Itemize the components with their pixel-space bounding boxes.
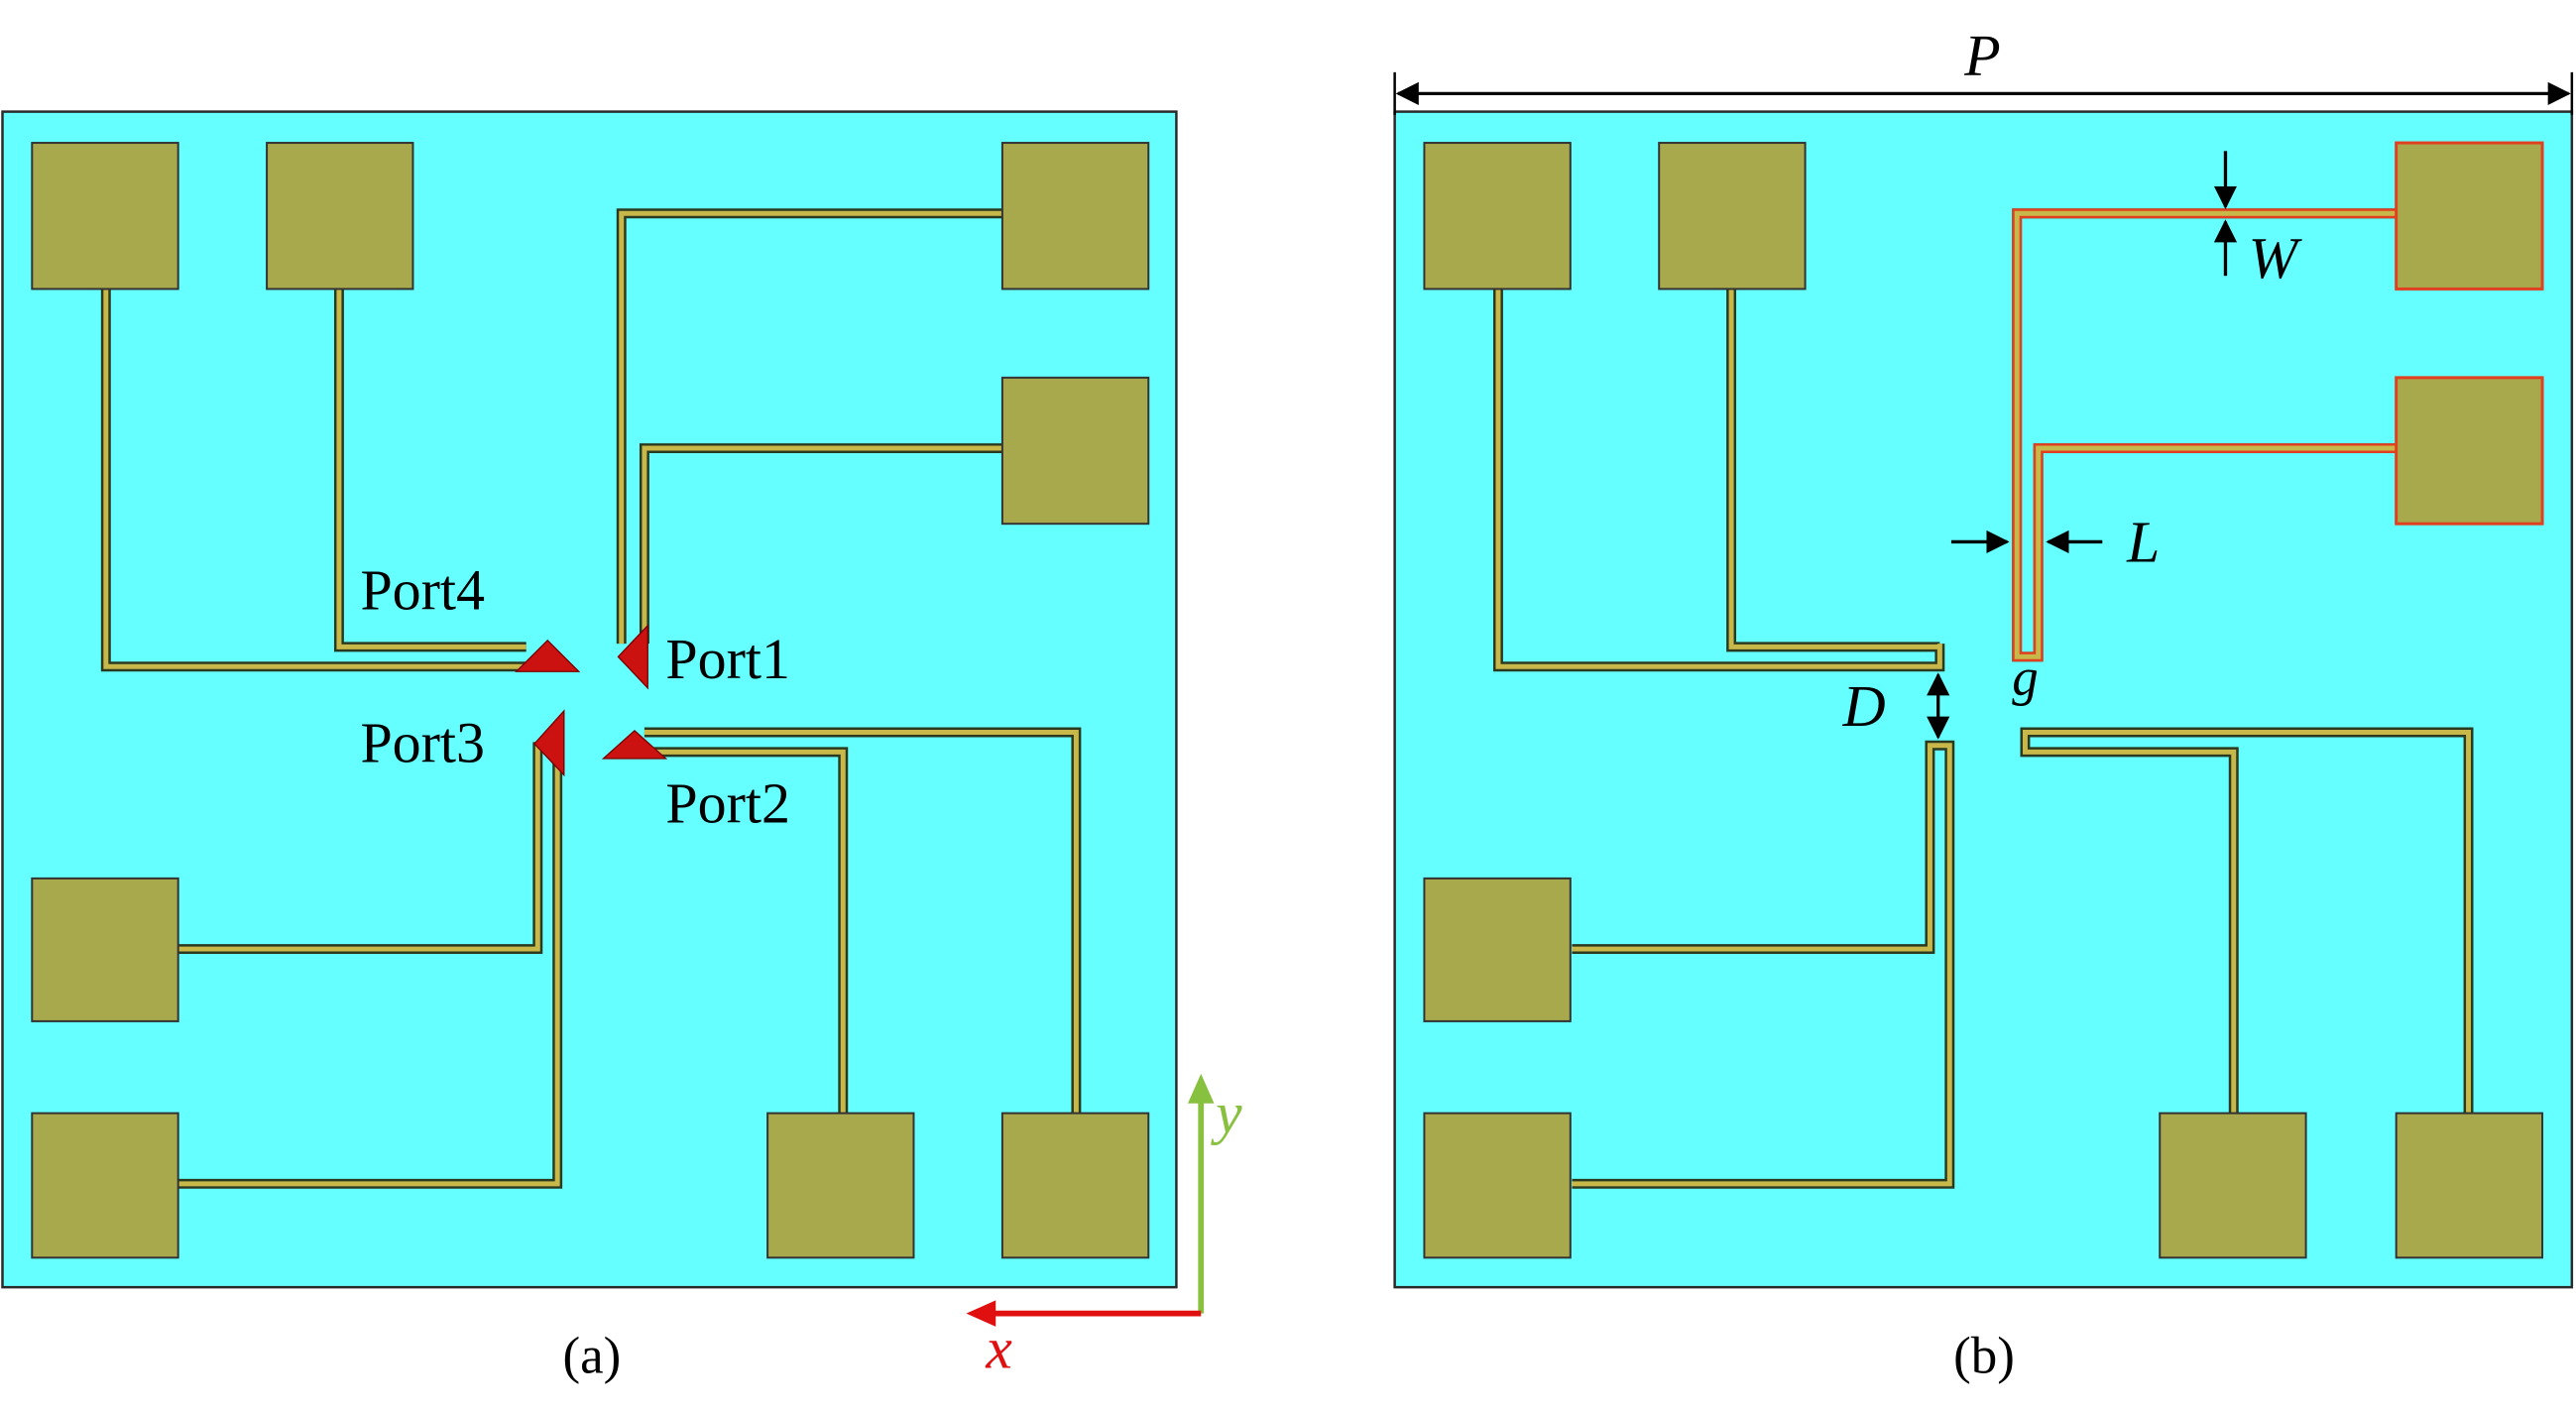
x-axis-label: x [985,1315,1012,1380]
caption-b: (b) [1953,1327,2015,1384]
patch-b-top-left-1 [1423,142,1572,291]
patches-b [1423,141,2544,1259]
y-axis-label: y [1211,1081,1242,1146]
dimension-w-label: W [2249,225,2303,291]
substrate-a [1,110,1178,1289]
patch-a-bottom-left-2 [31,1112,179,1259]
ports-a [515,624,668,777]
port1-marker [617,624,648,690]
dimension-l: L [1950,509,2160,574]
patch-a-top-right-2 [1000,376,1150,526]
dimension-w: W [2213,151,2303,291]
x-axis-arrowhead [966,1300,996,1327]
patch-b-bottom-left-1 [1423,877,1572,1022]
dimension-d-label: D [1842,673,1886,739]
y-axis-arrowhead [1187,1073,1215,1104]
port4-label: Port4 [360,557,485,622]
patch-a-top-left-2 [266,142,414,291]
feed-lines-a [100,208,1082,1189]
dimension-p-label: P [1963,23,2000,88]
dimension-d: D [1842,672,1950,740]
substrate-b [1393,110,2574,1289]
caption-a: (a) [563,1327,622,1384]
patch-b-top-left-2 [1658,142,1807,291]
patch-b-top-right-2 [2395,376,2544,526]
panel-b: P W L D g (b) [1393,23,2574,1384]
dimension-g-label: g [2012,648,2038,706]
patch-b-bottom-left-2 [1423,1112,1572,1259]
dimension-p: P [1393,23,2574,115]
port1-label: Port1 [665,627,790,691]
patch-a-bottom-right-1 [766,1112,915,1259]
patches-a [31,142,1150,1259]
patch-a-top-right-1 [1000,142,1150,291]
axis-indicator: y x [966,1073,1242,1380]
patch-b-bottom-right-2 [2395,1112,2544,1259]
port2-marker [601,729,668,760]
patch-a-bottom-left-1 [31,877,179,1022]
highlighted-feed [2012,208,2399,662]
patch-b-top-right-1 [2395,141,2544,291]
patch-a-bottom-right-2 [1000,1112,1150,1259]
feed-lines-b [1492,208,2474,1189]
port4-marker [515,639,581,672]
dimension-l-label: L [2126,509,2160,574]
port3-label: Port3 [360,710,485,774]
patch-a-top-left-1 [31,142,179,291]
panel-a: Port1 Port2 Port3 Port4 y x (a) [1,110,1242,1384]
port2-label: Port2 [665,771,790,836]
patch-b-bottom-right-1 [2159,1112,2307,1259]
port3-marker [533,709,565,777]
